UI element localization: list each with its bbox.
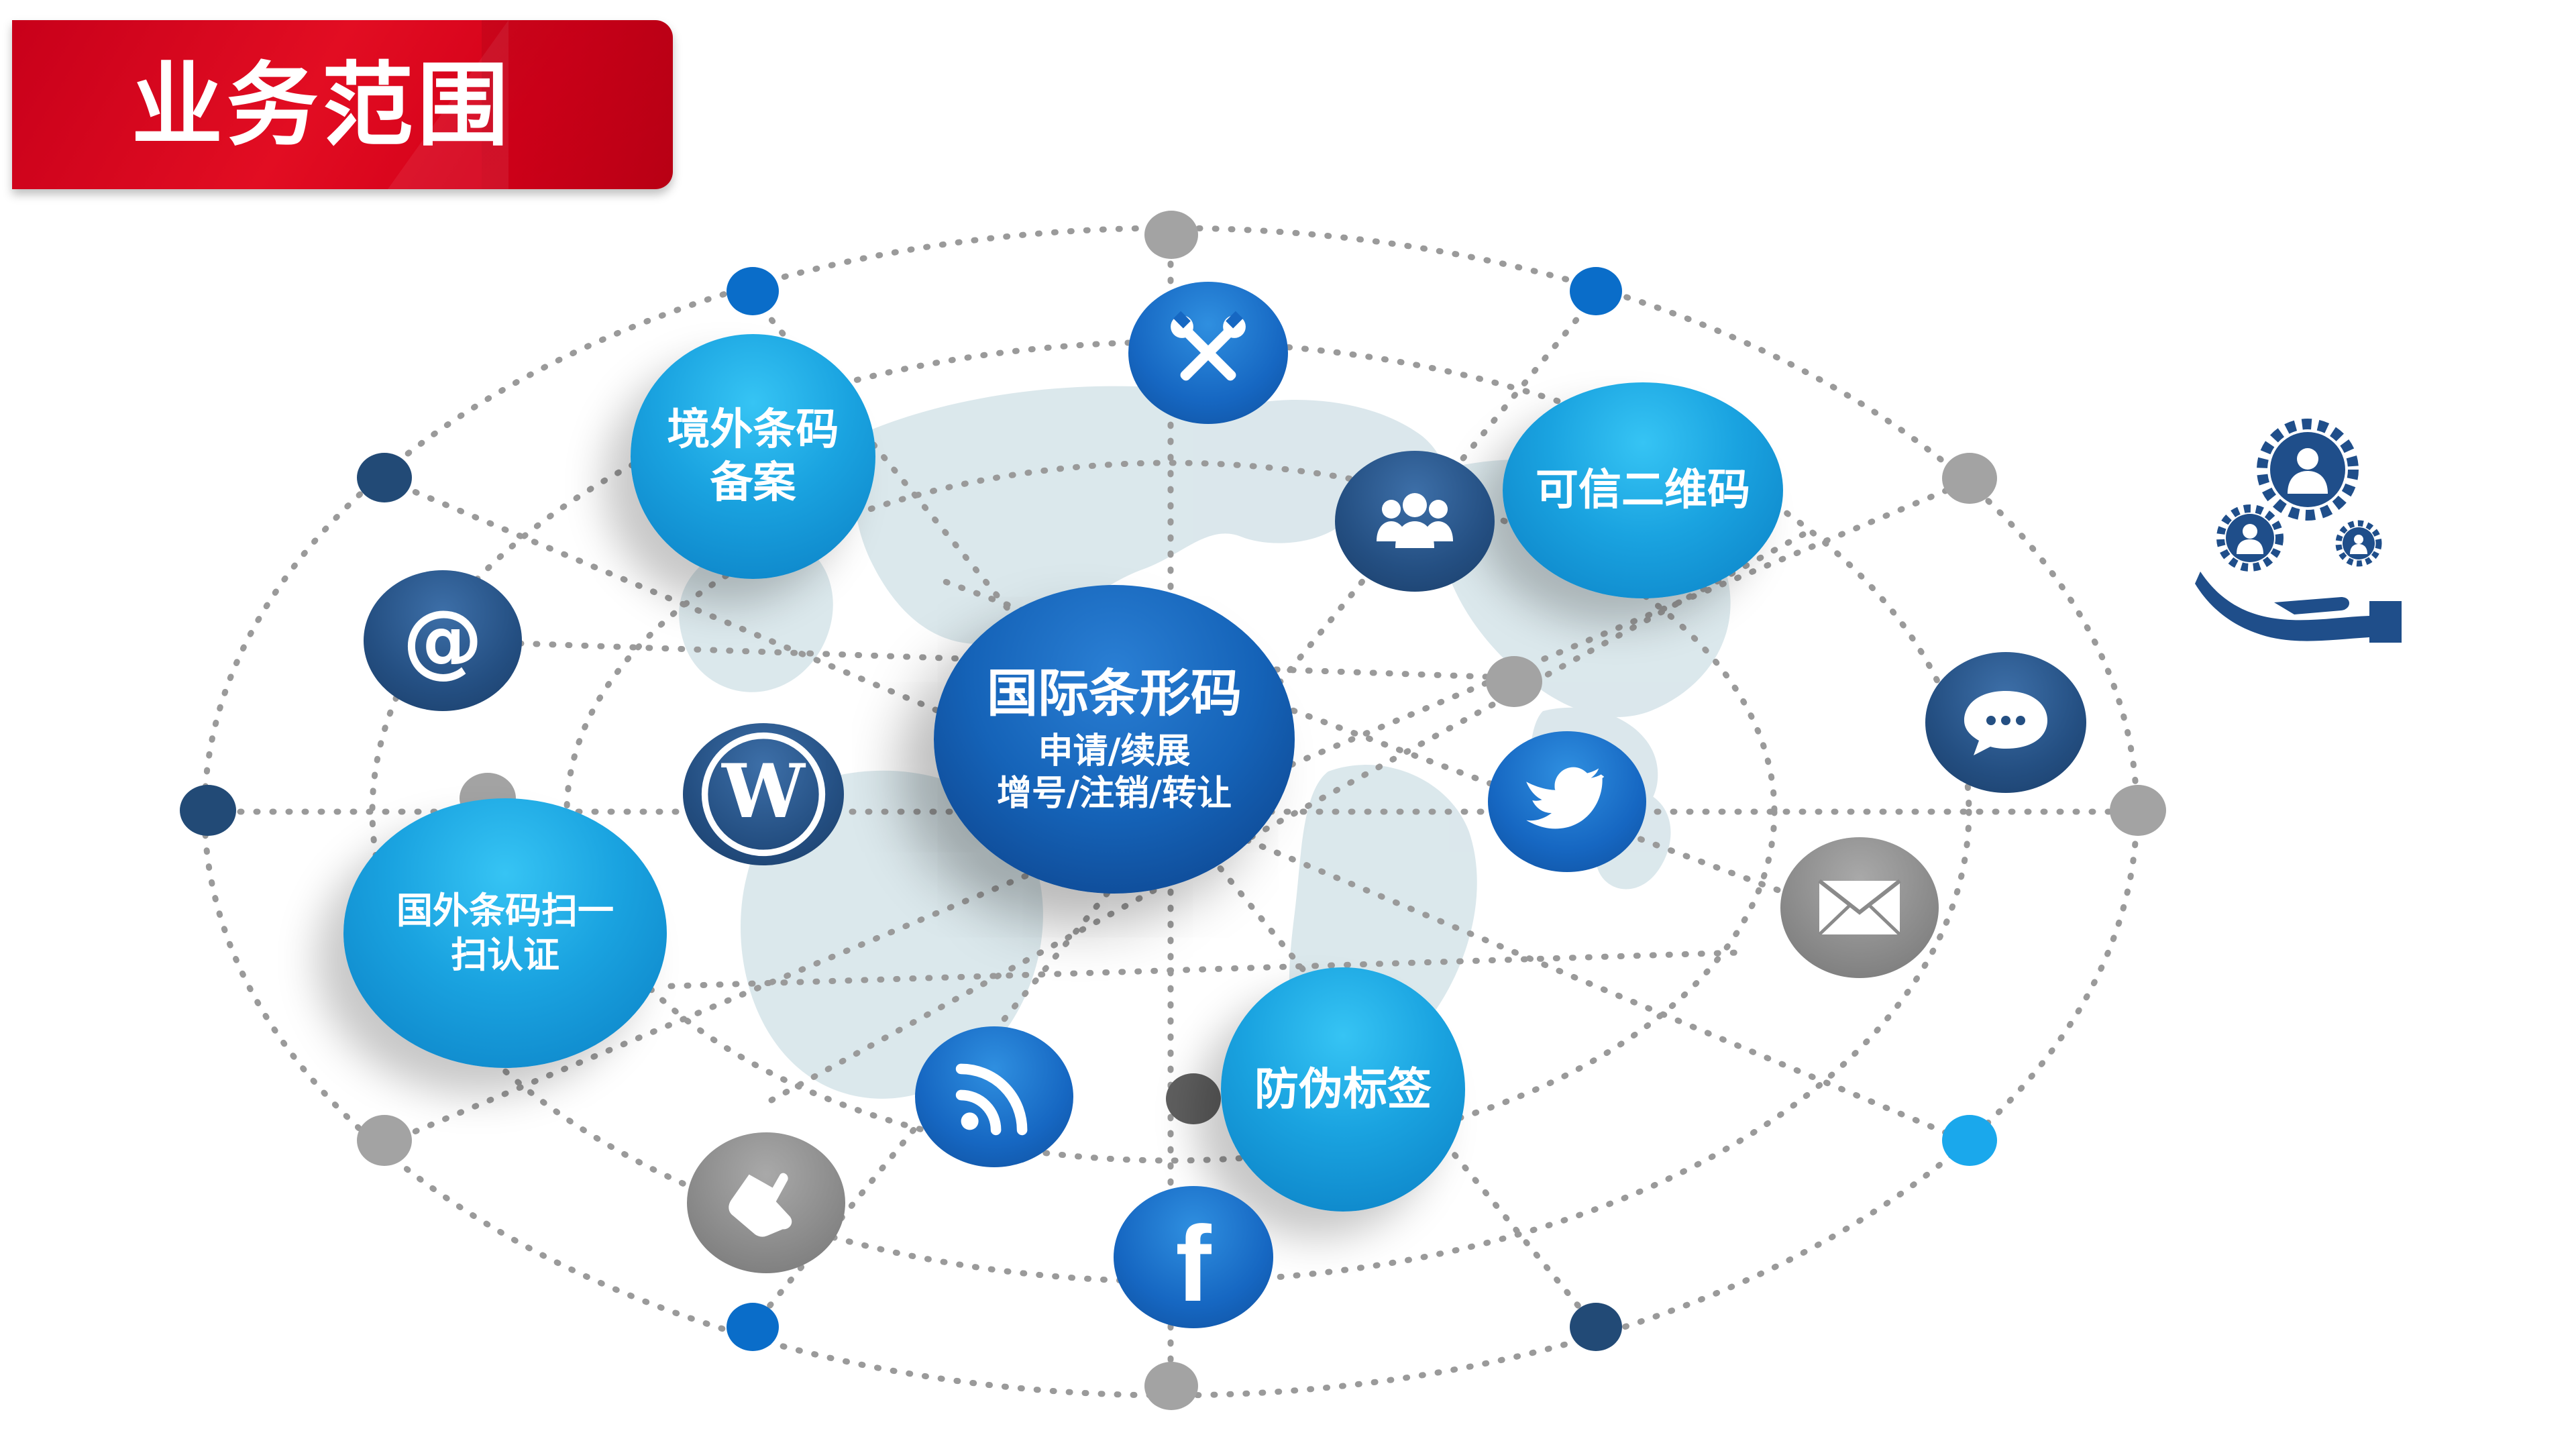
- mail-icon[interactable]: [1780, 837, 1939, 978]
- wordpress-icon[interactable]: W: [683, 723, 844, 865]
- bubble-overseas-filing[interactable]: 境外条码 备案: [631, 334, 875, 579]
- bubble-label-line2: 扫认证: [451, 934, 559, 976]
- chat-icon[interactable]: [1925, 652, 2086, 793]
- page-title: 业务范围: [131, 53, 513, 159]
- center-line2: 申请/续展: [1038, 731, 1191, 771]
- node-dot: [1144, 211, 1198, 259]
- node-dot: [727, 1303, 779, 1351]
- node-dot: [1486, 656, 1542, 707]
- node-dot: [1166, 1073, 1221, 1124]
- twitter-icon[interactable]: [1488, 731, 1646, 872]
- tools-icon[interactable]: [1128, 282, 1288, 424]
- node-dot: [1942, 1115, 1997, 1166]
- bubble-label-line1: 国外条码扫一: [396, 890, 614, 932]
- node-dot: [2110, 785, 2166, 836]
- node-dot: [1144, 1362, 1198, 1410]
- banner-facet: [388, 20, 508, 189]
- facebook-letter: f: [1175, 1203, 1212, 1324]
- center-title: 国际条形码: [987, 663, 1242, 724]
- node-dot: [357, 1115, 412, 1166]
- node-dot: [727, 267, 779, 315]
- node-dot: [357, 453, 412, 502]
- node-dot: [180, 785, 236, 836]
- hand-pointer-icon[interactable]: [687, 1132, 845, 1273]
- facebook-icon[interactable]: f: [1114, 1186, 1273, 1328]
- node-dot: [1570, 267, 1622, 315]
- title-banner: 业务范围: [12, 20, 673, 189]
- bubble-label-line2: 备案: [710, 458, 796, 508]
- svg-text:W: W: [721, 748, 806, 835]
- bubble-trusted-qr[interactable]: 可信二维码: [1503, 382, 1783, 598]
- bubble-scan-certification[interactable]: 国外条码扫一 扫认证: [343, 798, 667, 1068]
- center-line3: 增号/注销/转让: [997, 773, 1232, 814]
- at-icon[interactable]: @: [364, 570, 522, 711]
- node-dot: [1942, 453, 1997, 504]
- people-gears-icon: [2195, 419, 2402, 643]
- node-dot: [1570, 1303, 1622, 1351]
- bubble-anti-counterfeit[interactable]: 防伪标签: [1221, 967, 1465, 1212]
- bubble-center-barcode[interactable]: 国际条形码 申请/续展 增号/注销/转让: [934, 585, 1295, 894]
- banner-facet: [482, 20, 673, 189]
- bubble-label-line1: 境外条码: [667, 405, 839, 455]
- bubble-label: 可信二维码: [1536, 465, 1750, 515]
- rss-icon[interactable]: [915, 1026, 1073, 1167]
- at-symbol: @: [402, 594, 483, 687]
- group-icon[interactable]: [1335, 451, 1495, 592]
- bubble-label: 防伪标签: [1254, 1063, 1432, 1115]
